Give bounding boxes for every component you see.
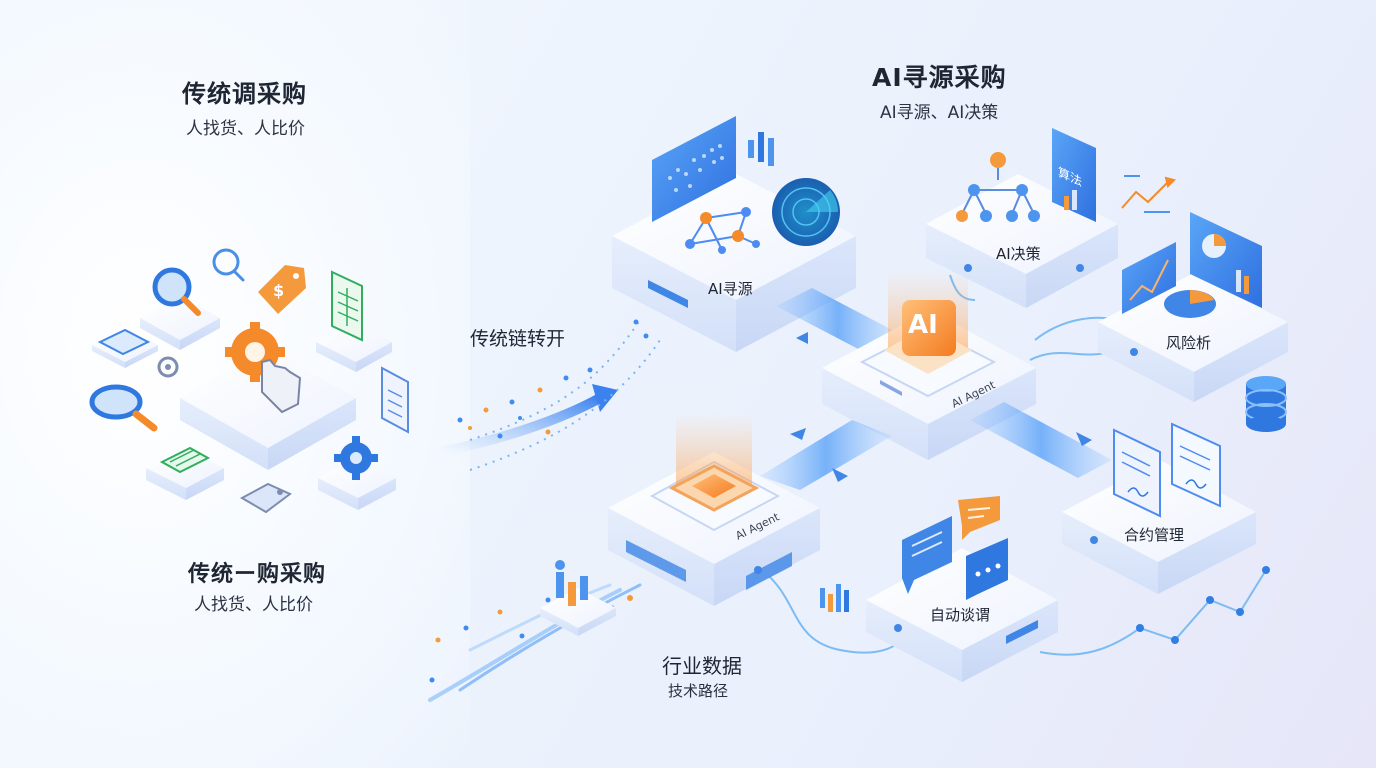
incoming-data-streams (430, 585, 641, 700)
industry-data-title: 行业数据 (662, 650, 742, 679)
bar-chart-small-icon (748, 132, 774, 166)
transition-arrow-upper (440, 384, 618, 452)
traditional-title-top: 传统调采购 (182, 74, 307, 109)
tag-icon (242, 484, 290, 512)
traditional-subtitle-top: 人找货、人比价 (186, 114, 305, 139)
database-icon (1246, 376, 1286, 432)
node-label-ai-decision: AI决策 (996, 243, 1041, 264)
document-icon (382, 368, 408, 432)
ai-sourcing-title: AI寻源采购 (872, 58, 1007, 94)
small-gear-icon (159, 358, 177, 376)
node-label-contract: 合约管理 (1124, 524, 1184, 545)
node-label-risk: 风险析 (1166, 332, 1211, 353)
node-label-negotiation: 自动谈谓 (930, 604, 990, 625)
pie-3d-icon (1164, 290, 1216, 318)
transition-label: 传统链转开 (470, 324, 565, 351)
beam-agent-to-contract (970, 402, 1112, 478)
magnifier-large-icon (92, 387, 154, 428)
ai-sourcing-subtitle: AI寻源、AI决策 (880, 98, 998, 123)
node-label-ai-sourcing: AI寻源 (708, 278, 753, 299)
bar-chart-mini-icon (820, 584, 849, 612)
industry-data-subtitle: 技术路径 (668, 680, 728, 701)
traditional-title-bottom: 传统ー购采购 (188, 556, 326, 588)
small-search-icon (214, 250, 243, 280)
beam-lower-to-agent (760, 420, 892, 490)
svg-text:$: $ (273, 281, 284, 300)
ai-chip-label: AI (908, 310, 938, 340)
price-tag-icon: $ (258, 265, 306, 314)
traditional-subtitle-bottom: 人找货、人比价 (194, 590, 313, 615)
spreadsheet-icon (332, 272, 362, 340)
radar-icon (772, 178, 840, 246)
trend-chart-icon (1122, 176, 1174, 212)
